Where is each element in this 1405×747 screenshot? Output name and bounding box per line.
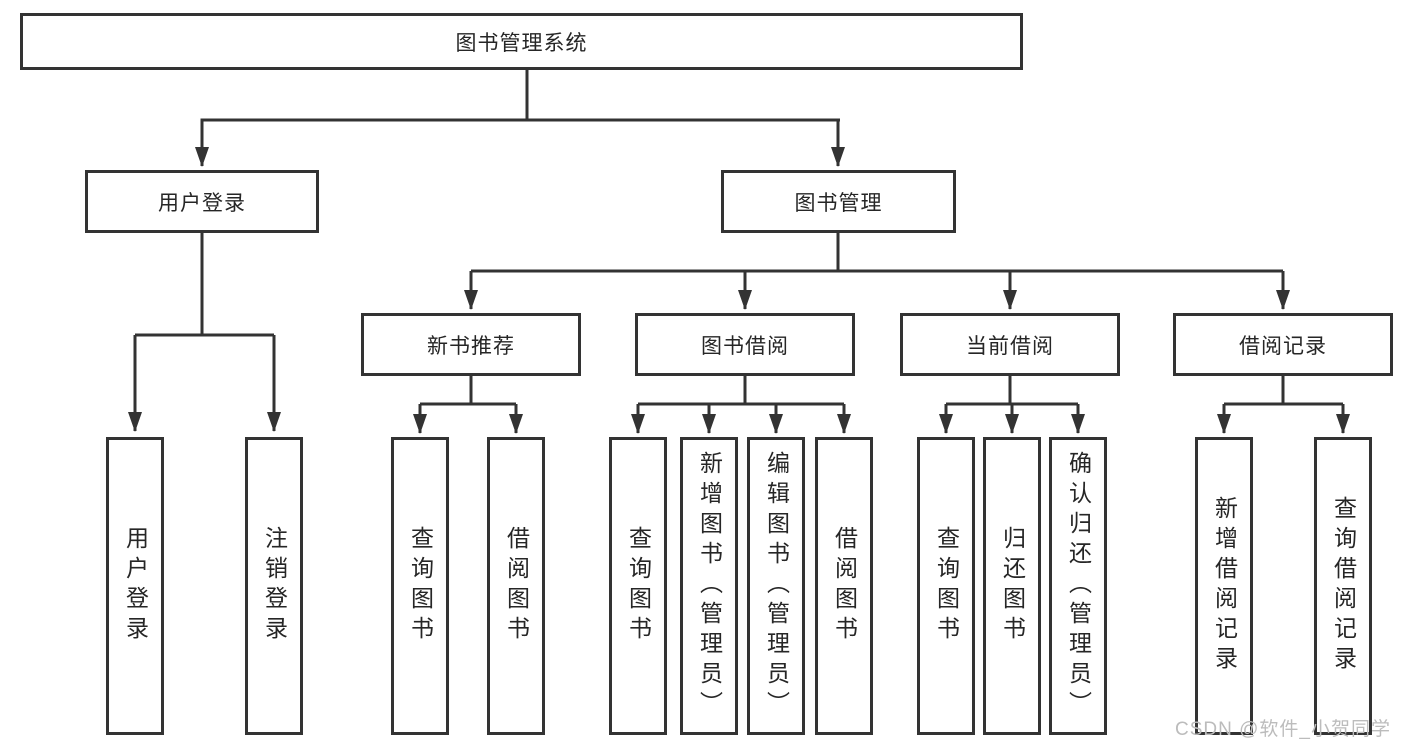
leaf-borrow-borrow-books-label: 借阅图书 [831, 526, 858, 646]
leaf-record-add: 新增借阅记录 [1195, 437, 1253, 735]
leaf-current-confirm-return-admin-label: 确认归还（管理员） [1065, 451, 1092, 721]
node-user-login-label: 用户登录 [158, 191, 246, 215]
leaf-borrow-add-books-admin-label: 新增图书（管理员） [696, 451, 723, 721]
leaf-current-return-books: 归还图书 [983, 437, 1041, 735]
node-new-book-recommend-label: 新书推荐 [427, 334, 515, 358]
leaf-borrow-query-books-label: 查询图书 [625, 526, 652, 646]
node-borrow-record-label: 借阅记录 [1239, 334, 1327, 358]
node-book-management-label: 图书管理 [794, 191, 883, 215]
leaf-user-login: 用户登录 [106, 437, 164, 735]
leaf-user-login-label: 用户登录 [122, 526, 149, 646]
leaf-logout-label: 注销登录 [261, 526, 288, 646]
leaf-current-return-books-label: 归还图书 [999, 526, 1026, 646]
leaf-newbook-query-books: 查询图书 [391, 437, 449, 735]
node-book-management: 图书管理 [721, 170, 956, 233]
leaf-borrow-add-books-admin: 新增图书（管理员） [680, 437, 738, 735]
leaf-current-confirm-return-admin: 确认归还（管理员） [1049, 437, 1107, 735]
node-book-borrow-label: 图书借阅 [701, 334, 789, 358]
node-root-label: 图书管理系统 [455, 31, 588, 55]
leaf-newbook-borrow-books-label: 借阅图书 [503, 526, 530, 646]
node-user-login: 用户登录 [85, 170, 319, 233]
leaf-record-query: 查询借阅记录 [1314, 437, 1372, 735]
leaf-newbook-query-books-label: 查询图书 [407, 526, 434, 646]
node-root-library-system: 图书管理系统 [20, 13, 1023, 70]
leaf-borrow-edit-books-admin: 编辑图书（管理员） [747, 437, 805, 735]
node-book-borrow: 图书借阅 [635, 313, 855, 376]
leaf-current-query-books: 查询图书 [917, 437, 975, 735]
node-current-borrow: 当前借阅 [900, 313, 1120, 376]
leaf-borrow-query-books: 查询图书 [609, 437, 667, 735]
leaf-record-add-label: 新增借阅记录 [1211, 496, 1238, 676]
leaf-newbook-borrow-books: 借阅图书 [487, 437, 545, 735]
node-current-borrow-label: 当前借阅 [966, 334, 1054, 358]
leaf-borrow-borrow-books: 借阅图书 [815, 437, 873, 735]
node-borrow-record: 借阅记录 [1173, 313, 1393, 376]
leaf-record-query-label: 查询借阅记录 [1330, 496, 1357, 676]
leaf-borrow-edit-books-admin-label: 编辑图书（管理员） [763, 451, 790, 721]
leaf-current-query-books-label: 查询图书 [933, 526, 960, 646]
leaf-logout: 注销登录 [245, 437, 303, 735]
node-new-book-recommend: 新书推荐 [361, 313, 581, 376]
